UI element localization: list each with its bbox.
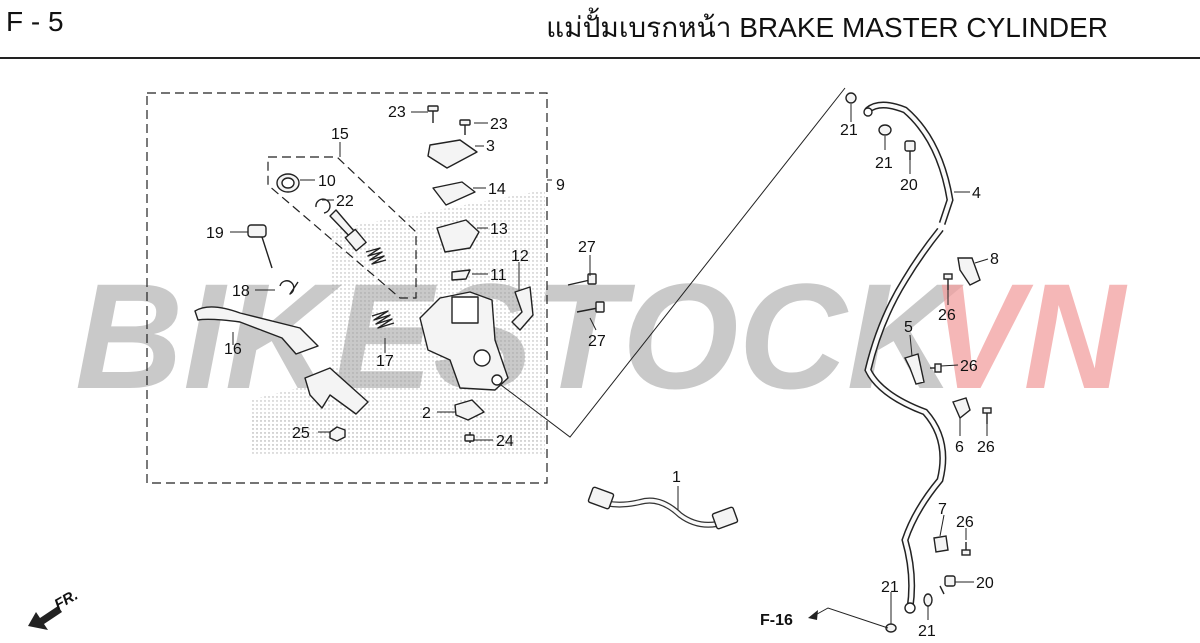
part-label-8: 8 (990, 251, 999, 268)
part-label-15: 15 (331, 126, 349, 143)
return-spring (371, 310, 395, 329)
screw-23-upper (427, 105, 439, 123)
switch-screw (464, 432, 475, 443)
pivot-bolt (247, 224, 273, 269)
part-label-16: 16 (224, 341, 242, 358)
lever-nut (329, 426, 346, 442)
master-cylinder-holder (511, 286, 534, 331)
lever-bracket (304, 367, 369, 415)
part-label-18: 18 (232, 283, 250, 300)
watermark-text-accent: VN (930, 252, 1128, 420)
part-label-20b: 20 (976, 575, 994, 592)
clamp-bolt-7 (961, 542, 971, 556)
brake-lever (194, 306, 319, 355)
hose-clamp-7 (933, 535, 949, 553)
screw-23-lower (459, 119, 471, 135)
diaphragm-plate (432, 181, 476, 206)
part-label-4: 4 (972, 185, 981, 202)
hose-clamp-5 (904, 353, 925, 385)
page-title: แม่ปั้มเบรกหน้า BRAKE MASTER CYLINDER (546, 12, 1108, 43)
part-label-26a: 26 (938, 307, 956, 324)
part-label-25: 25 (292, 425, 310, 442)
piston-spring (365, 247, 387, 265)
part-label-6: 6 (955, 439, 964, 456)
part-label-7: 7 (938, 501, 947, 518)
diaphragm (436, 219, 480, 253)
clamp-bolt-8 (943, 273, 953, 290)
part-label-1: 1 (672, 469, 681, 486)
part-label-22: 22 (336, 193, 354, 210)
sealing-washer-1 (845, 92, 857, 104)
circlip (315, 198, 331, 214)
piston-set-box (267, 156, 417, 299)
part-label-19: 19 (206, 225, 224, 242)
part-label-17: 17 (376, 353, 394, 370)
header-divider (0, 57, 1200, 59)
sealing-washer-4 (923, 593, 933, 607)
stop-switch (454, 399, 485, 421)
part-label-9: 9 (556, 177, 565, 194)
part-label-10: 10 (318, 173, 336, 190)
part-labels: 23 23 3 14 13 9 15 10 22 19 18 16 17 11 … (206, 104, 999, 640)
front-direction-indicator: FR. (28, 587, 81, 630)
part-label-5: 5 (904, 319, 913, 336)
part-label-26d: 26 (956, 514, 974, 531)
hose-guide-6 (952, 397, 971, 420)
section-code: F - 5 (6, 6, 64, 37)
cable-holder (451, 269, 471, 281)
oil-bolt-lower (939, 575, 956, 595)
part-label-20a: 20 (900, 177, 918, 194)
part-label-23a: 23 (388, 104, 406, 121)
part-label-26b: 26 (960, 358, 978, 375)
part-label-24: 24 (496, 433, 514, 450)
assembly-box (146, 92, 548, 484)
part-label-23b: 23 (490, 116, 508, 133)
reservoir-cap (427, 139, 478, 169)
part-label-13: 13 (490, 221, 508, 238)
hose-clamp-8 (957, 257, 981, 286)
assembly-lines (496, 87, 846, 438)
clamp-bolt-5 (930, 363, 942, 373)
part-label-27a: 27 (578, 239, 596, 256)
reference-label: F-16 (760, 612, 793, 629)
part-label-3: 3 (486, 138, 495, 155)
holder-bolt-lower (576, 301, 605, 313)
lever-spring (279, 280, 299, 295)
part-label-2: 2 (422, 405, 431, 422)
part-label-27b: 27 (588, 333, 606, 350)
brake-hose (864, 101, 957, 612)
part-label-14: 14 (488, 181, 506, 198)
part-label-12: 12 (511, 248, 529, 265)
part-label-21b: 21 (875, 155, 893, 172)
oil-bolt-upper (904, 140, 916, 160)
part-label-21c: 21 (881, 579, 899, 596)
holder-bolt-upper (567, 273, 597, 286)
part-label-21a: 21 (840, 122, 858, 139)
reference-arrow (808, 610, 818, 620)
master-cylinder-box (146, 92, 548, 484)
sealing-washer-2 (878, 124, 892, 136)
part-label-11: 11 (490, 267, 507, 284)
part-label-26c: 26 (977, 439, 995, 456)
guide-bolt-6 (982, 407, 992, 424)
part-label-21d: 21 (918, 623, 936, 640)
front-arrow-icon (28, 606, 62, 630)
